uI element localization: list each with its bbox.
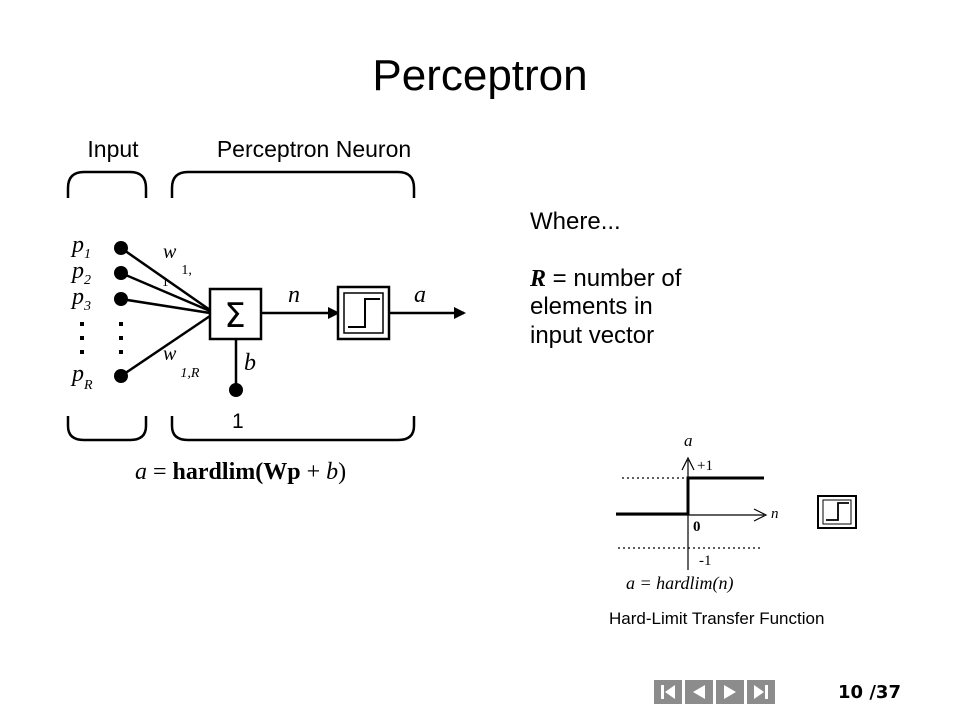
where-line3: input vector — [530, 322, 654, 349]
last-page-button[interactable] — [747, 680, 775, 704]
page-total: /37 — [869, 682, 901, 703]
input-group-label: Input — [87, 136, 139, 162]
neuron-bottom-brace — [170, 416, 416, 442]
input-pR: pR — [70, 361, 93, 393]
previous-page-icon — [693, 685, 705, 699]
page-current: 10 — [838, 682, 864, 703]
bias-input-label: 1 — [232, 410, 244, 433]
hardlim-box — [336, 285, 391, 341]
neuron-top-brace — [170, 170, 416, 198]
transfer-axis-a: a — [684, 431, 693, 450]
first-page-icon — [661, 685, 675, 699]
where-heading: Where... — [530, 208, 621, 235]
bias-node — [229, 383, 243, 397]
next-page-icon — [724, 685, 736, 699]
input-p2: p2 — [70, 258, 91, 288]
input-nodes — [114, 241, 128, 383]
transfer-plus-one: +1 — [697, 458, 713, 474]
hardlim-step-icon — [348, 298, 380, 328]
first-page-button[interactable] — [654, 680, 682, 704]
net-input-label: n — [288, 282, 300, 308]
transfer-function-graph — [616, 456, 768, 570]
input-ellipsis-dots — [80, 322, 123, 354]
slide-navigation — [654, 680, 775, 704]
last-page-icon — [754, 685, 768, 699]
previous-page-button[interactable] — [685, 680, 713, 704]
hardlim-icon — [817, 495, 857, 529]
weight-first-label: w1, — [163, 241, 192, 278]
weight-first-sub2: 1 — [162, 274, 169, 289]
weight-last-label: w1,R — [163, 343, 200, 381]
input-p1: p1 — [70, 232, 91, 262]
bias-label: b — [244, 350, 256, 376]
transfer-step-curve — [616, 476, 764, 516]
next-page-button[interactable] — [716, 680, 744, 704]
neuron-group-label: Perceptron Neuron — [217, 136, 411, 162]
perceptron-equation: a = hardlim(Wp + b) — [135, 459, 346, 485]
input-bottom-brace — [66, 416, 148, 442]
page-number: 10 /37 — [838, 682, 901, 704]
input-top-brace — [66, 170, 148, 198]
hardlim-box-inner — [343, 292, 384, 334]
transfer-caption: Hard-Limit Transfer Function — [609, 609, 824, 628]
input-p3: p3 — [70, 284, 91, 314]
summation-symbol: Σ — [224, 296, 245, 336]
where-line1: R = number of — [529, 265, 682, 292]
where-line2: elements in — [530, 293, 653, 320]
transfer-axis-n: n — [771, 506, 779, 522]
weight-connections — [120, 246, 211, 378]
transfer-minus-one: -1 — [699, 553, 712, 569]
transfer-formula: a = hardlim(n) — [626, 573, 733, 594]
slide-title: Perceptron — [372, 51, 588, 100]
transfer-zero: 0 — [693, 519, 701, 535]
output-label: a — [414, 282, 426, 308]
